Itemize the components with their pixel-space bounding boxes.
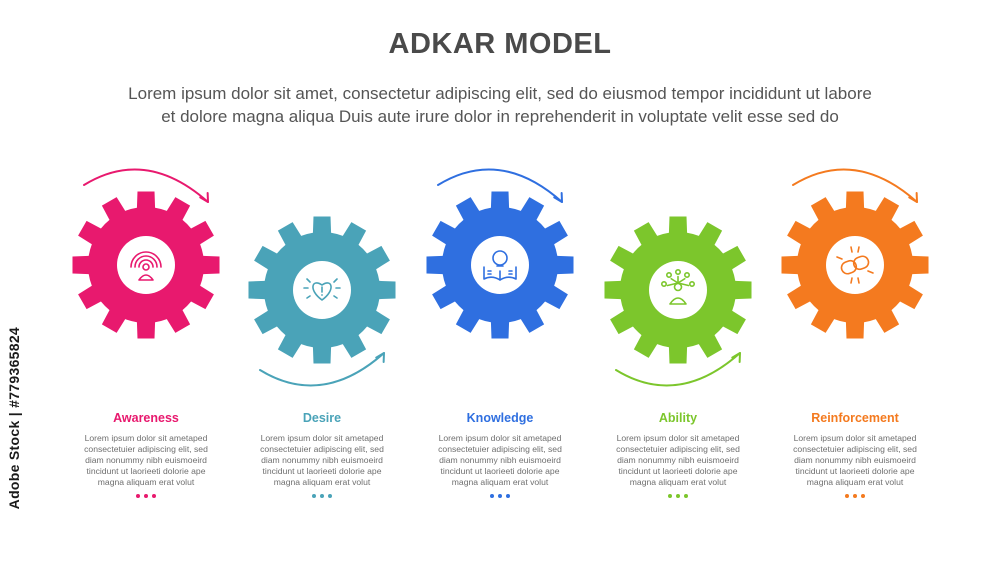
more-dots — [302, 494, 342, 498]
description-line: diam nonummy nibh euismoeird — [261, 455, 383, 465]
dot — [490, 494, 494, 498]
flow-arrow — [83, 168, 209, 203]
description-line: Lorem ipsum dolor sit ametaped — [438, 433, 562, 443]
description-line: tincidunt ut laorieeti dolorie ape — [86, 466, 206, 476]
description-line: magna aliquam erat volut — [273, 477, 371, 487]
dot — [498, 494, 502, 498]
gear-step-awareness — [72, 168, 220, 339]
dot — [144, 494, 148, 498]
dot — [845, 494, 849, 498]
flow-arrow-head — [199, 192, 209, 203]
description-line: magna aliquam erat volut — [97, 477, 195, 487]
gear-center-circle — [117, 236, 175, 294]
description-line: consectetuier adipiscing elit, sed — [84, 444, 208, 454]
step-label: Reinforcement — [811, 411, 899, 425]
description-line: tincidunt ut laorieeti dolorie ape — [618, 466, 738, 476]
book-lightbulb-icon — [483, 250, 517, 281]
page-subtitle: Lorem ipsum dolor sit amet, consectetur … — [40, 82, 960, 128]
dot — [328, 494, 332, 498]
description-line: tincidunt ut laorieeti dolorie ape — [440, 466, 560, 476]
subtitle-line: et dolore magna aliqua Duis aute irure d… — [161, 107, 839, 126]
flow-arrow-head — [731, 352, 741, 363]
dot — [861, 494, 865, 498]
description-line: magna aliquam erat volut — [451, 477, 549, 487]
flow-arrow-head — [553, 192, 563, 203]
description-line: consectetuier adipiscing elit, sed — [793, 444, 917, 454]
dot — [684, 494, 688, 498]
more-dots — [126, 494, 166, 498]
more-dots — [658, 494, 698, 498]
heart-icon — [303, 278, 341, 301]
description-line: diam nonummy nibh euismoeird — [794, 455, 916, 465]
flow-arrow-head — [375, 352, 385, 363]
flow-arrow-head — [908, 192, 918, 203]
signal-person-icon — [130, 251, 162, 281]
dot — [320, 494, 324, 498]
dot — [152, 494, 156, 498]
description-line: Lorem ipsum dolor sit ametaped — [616, 433, 740, 443]
dot — [312, 494, 316, 498]
network-person-icon — [660, 268, 695, 305]
stock-watermark: Adobe Stock | #779365824 — [6, 327, 22, 510]
description-line: consectetuier adipiscing elit, sed — [260, 444, 384, 454]
page-title: ADKAR MODEL — [388, 28, 612, 60]
description-line: consectetuier adipiscing elit, sed — [616, 444, 740, 454]
subtitle-line: Lorem ipsum dolor sit amet, consectetur … — [128, 84, 872, 103]
gear-center-circle — [826, 236, 884, 294]
description-line: diam nonummy nibh euismoeird — [617, 455, 739, 465]
more-dots — [835, 494, 875, 498]
gear-step-desire — [248, 216, 396, 387]
flow-arrow — [792, 168, 918, 203]
description-line: tincidunt ut laorieeti dolorie ape — [795, 466, 915, 476]
dot — [853, 494, 857, 498]
description-line: tincidunt ut laorieeti dolorie ape — [262, 466, 382, 476]
flow-arrow — [259, 352, 385, 387]
description-line: diam nonummy nibh euismoeird — [85, 455, 207, 465]
step-label: Knowledge — [466, 411, 534, 425]
step-label: Desire — [302, 411, 342, 425]
chain-link-icon — [836, 246, 874, 284]
description-line: magna aliquam erat volut — [806, 477, 904, 487]
dot — [676, 494, 680, 498]
description-line: consectetuier adipiscing elit, sed — [438, 444, 562, 454]
step-label: Awareness — [113, 411, 179, 425]
step-label: Ability — [658, 411, 698, 425]
description-line: Lorem ipsum dolor sit ametaped — [260, 433, 384, 443]
dot — [668, 494, 672, 498]
description-line: Lorem ipsum dolor sit ametaped — [84, 433, 208, 443]
description-line: Lorem ipsum dolor sit ametaped — [793, 433, 917, 443]
description-line: magna aliquam erat volut — [629, 477, 727, 487]
flow-arrow — [437, 168, 563, 203]
more-dots — [480, 494, 520, 498]
description-line: diam nonummy nibh euismoeird — [439, 455, 561, 465]
dot — [136, 494, 140, 498]
gear-step-ability — [604, 216, 752, 387]
flow-arrow — [615, 352, 741, 387]
dot — [506, 494, 510, 498]
gear-step-knowledge — [426, 168, 574, 339]
gear-step-reinforcement — [781, 168, 929, 339]
